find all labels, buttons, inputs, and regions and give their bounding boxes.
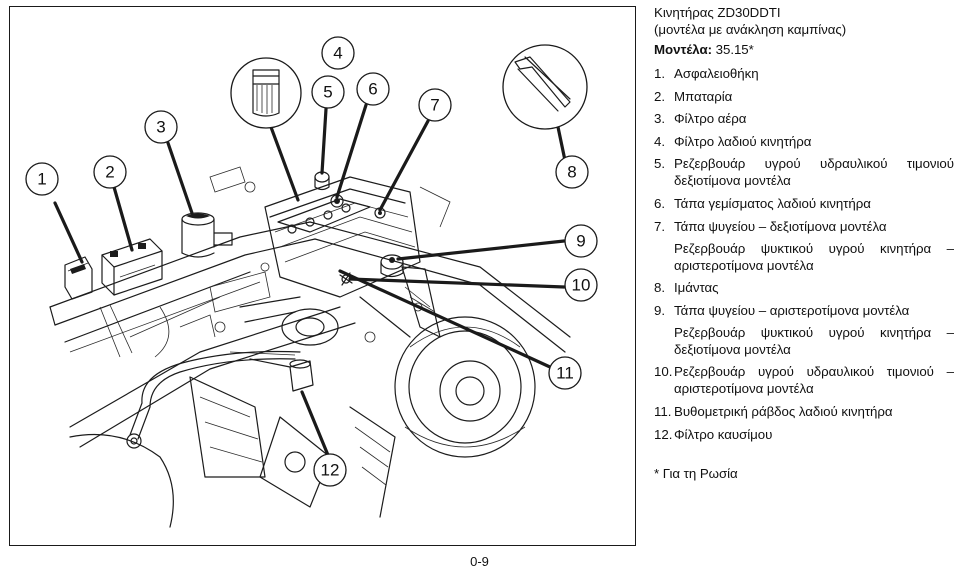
svg-text:6: 6 [368,80,377,99]
legend-item-8: 8.Ιμάντας [654,280,719,296]
svg-text:7: 7 [430,96,439,115]
svg-text:9: 9 [576,232,585,251]
svg-text:11: 11 [556,364,574,383]
legend-item-10: 10.Ρεζερβουάρ υγρού υδραυλικού τιμονιού … [654,364,954,397]
svg-text:5: 5 [323,83,332,102]
svg-text:2: 2 [105,163,114,182]
callout-10: 10 [564,268,598,302]
legend-item-6: 6.Τάπα γεμίσματος λαδιού κινητήρα [654,195,871,211]
engine-bay-diagram: 1 2 3 4 5 6 7 8 [9,6,636,546]
callout-9: 9 [564,224,598,258]
callout-4: 4 [321,36,355,70]
svg-text:10: 10 [572,276,591,295]
leader-2 [112,185,134,252]
legend-item-5: 5.Ρεζερβουάρ υγρού υδραυλικού τιμονιού δ… [654,156,954,189]
engine-subtitle: (μοντέλα με ανάκληση καμπίνας) [654,22,847,37]
callout-7: 7 [418,88,452,122]
callout-8: 8 [555,155,589,189]
leader-11 [338,269,552,369]
callout-11: 11 [548,356,582,390]
svg-text:12: 12 [321,461,340,480]
legend-item-1: 1.Ασφαλειοθήκη [654,66,759,81]
leader-12 [300,390,332,462]
engine-line-art [49,166,571,528]
legend-item-4: 4.Φίλτρο λαδιού κινητήρα [654,133,812,149]
callout-6: 6 [356,72,390,106]
legend-item-7-sub: Ρεζερβουάρ ψυκτικού υγρού κινητήρα – αρι… [674,240,954,273]
models-label: Μοντέλα: [654,42,712,57]
legend-item-2: 2.Μπαταρία [654,88,733,104]
legend-item-12: 12.Φίλτρο καυσίμου [654,426,773,442]
callout-5: 5 [311,75,345,109]
engine-title: Κινητήρας ZD30DDTI [654,5,781,20]
leader-7 [378,119,430,212]
models-line: Μοντέλα: 35.15* [654,41,954,58]
callout-12: 12 [313,453,347,487]
leader-10 [348,277,566,289]
leader-6 [335,103,368,199]
footnote: * Για τη Ρωσία [654,465,738,481]
callout-2: 2 [93,155,127,189]
models-value: 35.15* [715,42,754,57]
page-number: 0-9 [470,554,489,569]
svg-text:3: 3 [156,118,165,137]
svg-text:4: 4 [333,44,342,63]
leader-5 [320,107,328,175]
legend-item-9-sub: Ρεζερβουάρ ψυκτικού υγρού κινητήρα – δεξ… [674,324,954,357]
legend-item-11: 11.Βυθομετρική ράβδος λαδιού κινητήρα [654,403,893,419]
callout-1: 1 [25,162,59,196]
leader-lines [53,103,569,462]
legend-panel: Κινητήρας ZD30DDTI (μοντέλα με ανάκληση … [654,4,954,495]
belt-inset [502,44,588,130]
leader-9 [396,239,566,261]
leader-4 [266,117,300,202]
engine-illustration: 1 2 3 4 5 6 7 8 [25,36,598,528]
legend-list: 1.Ασφαλειοθήκη 2.Μπαταρία 3.Φίλτρο αέρα … [654,65,954,443]
leader-3 [166,141,194,215]
svg-text:8: 8 [567,163,576,182]
oil-filter-inset [230,57,302,129]
callout-3: 3 [144,110,178,144]
legend-item-3: 3.Φίλτρο αέρα [654,111,747,127]
svg-text:1: 1 [37,170,46,189]
leader-1 [53,201,84,264]
